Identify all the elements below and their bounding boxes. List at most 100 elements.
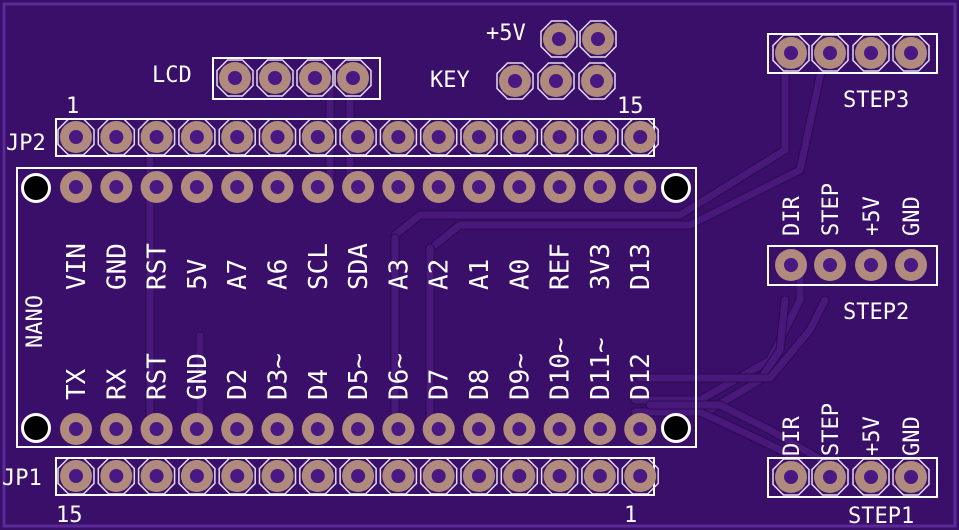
jp1-pad: [97, 457, 136, 495]
jp2-pad: [57, 118, 95, 156]
nano_top_pins-pin-label: VIN: [62, 243, 92, 290]
nano_top_pins-pin-label: SCL: [304, 243, 334, 290]
jp1-pad: [540, 457, 579, 495]
jp1-pin-last-label: 1: [624, 503, 637, 528]
nano-bottom-pad: [100, 413, 133, 445]
step2-pad: [895, 249, 927, 281]
nano-top-pad: [422, 171, 455, 203]
step3-pad: [892, 34, 930, 72]
trace: [646, 401, 829, 466]
nano_top_pins-pin-label: SDA: [344, 243, 374, 290]
step2-pin-labels: DIR STEP +5V GND: [780, 183, 925, 236]
step2-pad: [775, 249, 807, 281]
step1-pad: [811, 458, 849, 496]
jp2-pad: [258, 118, 297, 156]
nano_top_pins-pin-label: A6: [264, 259, 294, 290]
nano-top-pad: [140, 171, 173, 203]
step3-pad: [852, 34, 890, 72]
jp1-pad: [460, 457, 498, 495]
lcd-pad: [216, 59, 254, 97]
step-pin-label: GND: [900, 196, 925, 236]
nano_bottom_pins-pin-label: D8: [465, 369, 495, 400]
nano-bottom-pad: [221, 413, 254, 445]
mounting-hole: [664, 416, 688, 440]
nano-bottom-pad: [301, 413, 334, 445]
plus5v-pad: [579, 20, 617, 58]
nano_bottom_pins-pin-label: D3~: [264, 353, 294, 400]
nano_bottom_pins-pin-label: D11~: [586, 337, 616, 400]
nano_bottom_pins-pin-label: D10~: [546, 337, 576, 400]
jp2-pad: [137, 118, 176, 156]
plus5v-top-label: +5V: [486, 21, 526, 46]
nano-top-pad: [221, 171, 254, 203]
jp1-pad: [379, 457, 418, 495]
nano-top-pad: [342, 171, 375, 203]
jp1-pad: [500, 457, 539, 495]
step-pin-label: DIR: [780, 196, 805, 236]
nano-top-pad: [60, 171, 92, 203]
lcd-pad: [256, 59, 294, 97]
trace: [631, 408, 804, 464]
trace: [636, 296, 829, 382]
jp2-pad: [621, 118, 659, 156]
nano-bottom-pad: [60, 413, 92, 445]
nano-bottom-pad: [180, 413, 213, 445]
jp1-pad: [137, 457, 176, 495]
nano-bottom-pad: [543, 413, 576, 445]
mounting-hole: [664, 176, 688, 200]
nano-bottom-pad: [382, 413, 415, 445]
jp1-label: JP1: [2, 466, 42, 491]
mounting-holes: [21, 173, 691, 443]
lcd-label: LCD: [152, 63, 192, 88]
nano-top-pad: [261, 171, 294, 203]
step1-pad: [772, 458, 810, 496]
nano-top-pad: [180, 171, 213, 203]
nano_top_pins-pin-label: RST: [143, 243, 173, 290]
nano_bottom_pins-pin-label: D4: [304, 369, 334, 400]
jp2-pad: [339, 118, 377, 156]
nano-top-pad: [463, 171, 495, 203]
nano_top_pins-pin-label: 5V: [183, 259, 213, 290]
nano_top_pins-pin-label: A2: [425, 259, 455, 290]
jp2-pin-first-label: 1: [66, 94, 79, 119]
jp2-pad: [460, 118, 498, 156]
jp1-pad: [218, 457, 256, 495]
nano_top_pins-pin-label: 3V3: [586, 243, 616, 290]
jp2-pin-last-label: 15: [617, 94, 644, 119]
step2-label: STEP2: [843, 300, 909, 325]
nano-top-pad: [624, 171, 657, 203]
step-pin-label: +5V: [860, 196, 885, 236]
step-pin-label: GND: [900, 416, 925, 456]
nano-bottom-pad: [140, 413, 173, 445]
step3-label: STEP3: [843, 88, 909, 113]
nano-label: NANO: [23, 295, 48, 348]
jp2-pad: [299, 118, 337, 156]
nano_top_pins-pin-label: A1: [465, 259, 495, 290]
step1-header-outline: [767, 457, 938, 498]
nano-outline: [16, 167, 697, 448]
nano-top-pad: [583, 171, 616, 203]
nano_bottom_pins-pin-label: TX: [62, 368, 92, 400]
nano_bottom_pins-pin-label: D2: [223, 369, 253, 400]
nano-bottom-pad: [463, 413, 495, 445]
nano_bottom_pins-pin-label: GND: [183, 353, 213, 400]
nano_top_pins-pin-label: A0: [505, 259, 535, 290]
jp2-pad: [419, 118, 458, 156]
trace: [431, 49, 829, 249]
nano_top_pins-pin-label: A3: [384, 259, 414, 290]
step-pin-label: STEP: [819, 183, 844, 236]
step-pin-label: +5V: [860, 416, 885, 456]
step3-pad: [772, 34, 810, 72]
nano-top-pad: [100, 171, 133, 203]
nano-top-pad: [301, 171, 334, 203]
plus5v-pad: [540, 20, 578, 58]
trace: [391, 49, 789, 239]
step2-header-outline: [767, 245, 938, 286]
jp2-label: JP2: [6, 131, 46, 156]
jp1-pin-first-label: 15: [56, 503, 83, 528]
key-pad: [496, 62, 534, 100]
